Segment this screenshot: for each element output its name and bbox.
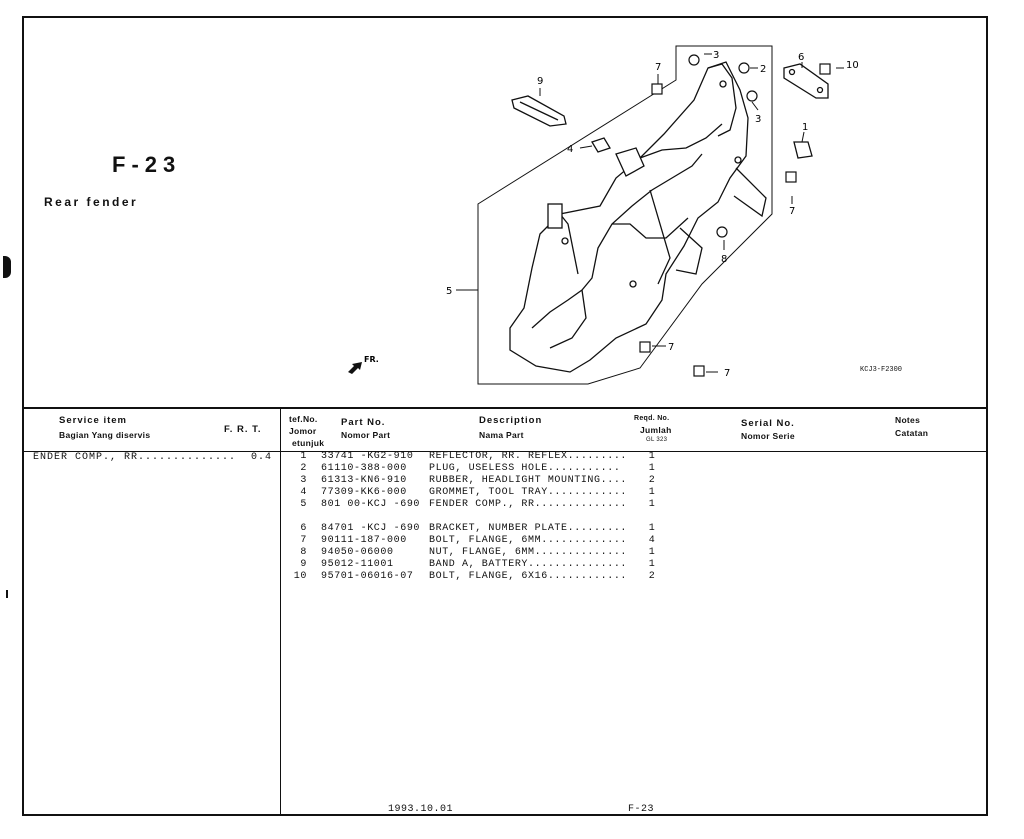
callout-3b: 3 [755, 114, 761, 125]
hdr-reqd-model: GL 323 [646, 437, 668, 443]
hdr-service-item: Service item [59, 415, 127, 426]
hdr-reqd-no-id: Jumlah [640, 425, 672, 435]
page-title: F-23 [112, 152, 182, 177]
front-arrow-icon: FR. [348, 355, 379, 374]
callout-10: 10 [846, 60, 859, 71]
exploded-parts-diagram: 3 2 3 7 9 4 5 6 10 1 7 8 7 7 [446, 45, 859, 385]
page-subtitle: Rear fender [44, 195, 139, 209]
table-top-divider [22, 407, 988, 409]
service-item-name: ENDER COMP., RR.............. [33, 452, 237, 463]
callout-5: 5 [446, 286, 452, 297]
hdr-description-id: Nama Part [479, 430, 524, 440]
hdr-ref-no-id-2: etunjuk [292, 438, 325, 448]
callout-2: 2 [760, 64, 766, 75]
footer-page-ref: F-23 [628, 804, 655, 815]
hdr-serial-no-id: Nomor Serie [741, 431, 795, 441]
hdr-ref-no: tef.No. [289, 414, 318, 424]
reflector-part [793, 141, 813, 159]
hdr-serial-no: Serial No. [741, 418, 795, 429]
callout-7c: 7 [668, 342, 674, 353]
grommet-part [591, 137, 611, 153]
leader-lines [456, 53, 844, 373]
callout-7b: 7 [789, 206, 795, 217]
hdr-service-item-id: Bagian Yang diservis [59, 430, 151, 440]
table-header-divider [22, 451, 988, 452]
battery-band-part [511, 95, 567, 127]
front-direction-indicator: FR. [346, 352, 390, 378]
callout-8: 8 [721, 254, 727, 265]
service-item-row: ENDER COMP., RR.............. 0.4 [33, 452, 272, 463]
service-column-divider [280, 407, 281, 816]
callout-6: 6 [798, 52, 804, 63]
callout-7d: 7 [724, 368, 730, 379]
callout-9: 9 [537, 76, 543, 87]
hdr-part-no: Part No. [341, 417, 386, 428]
callout-7a: 7 [655, 62, 661, 73]
hdr-notes-id: Catatan [895, 428, 929, 438]
binding-hole-mark [3, 256, 11, 278]
hdr-ref-no-id-1: Jomor [289, 426, 317, 436]
page-frame [22, 16, 988, 816]
number-plate-bracket-part [783, 63, 829, 99]
hdr-reqd-no: Reqd. No. [634, 415, 670, 422]
fastener-parts [639, 54, 831, 377]
callout-4: 4 [567, 144, 573, 155]
hdr-notes: Notes [895, 415, 921, 425]
binding-tick-mark [6, 590, 8, 598]
svg-text:FR.: FR. [364, 355, 379, 364]
assembly-boundary [477, 45, 773, 385]
hdr-part-no-id: Nomor Part [341, 430, 391, 440]
callout-1: 1 [802, 122, 808, 133]
callout-3a: 3 [713, 50, 719, 61]
service-item-frt: 0.4 [251, 452, 273, 463]
footer-date: 1993.10.01 [388, 804, 454, 815]
hdr-frt: F. R. T. [224, 424, 262, 435]
rear-fender-part [509, 61, 767, 373]
diagram-code: KCJ3-F2300 [860, 366, 903, 374]
hdr-description: Description [479, 415, 543, 426]
